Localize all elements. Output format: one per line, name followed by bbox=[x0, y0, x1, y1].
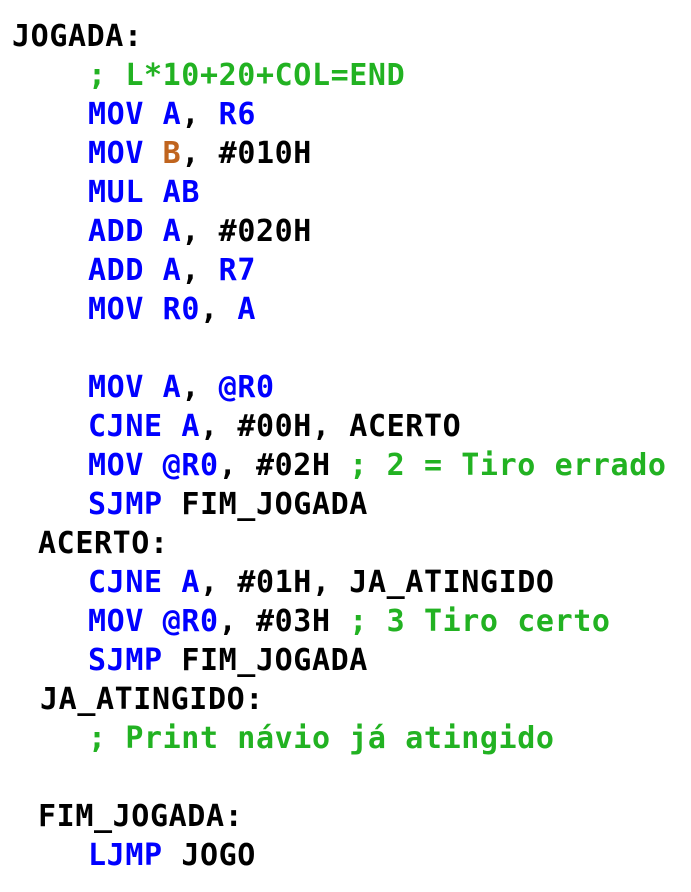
code-line[interactable]: MOV A, R6 bbox=[88, 95, 256, 134]
code-register: R0 bbox=[162, 292, 200, 327]
code-line[interactable]: JOGADA: bbox=[12, 17, 143, 56]
code-register: R6 bbox=[218, 97, 256, 132]
code-indirect-register: @R0 bbox=[162, 604, 219, 639]
code-immediate-value: #02H bbox=[255, 448, 350, 483]
code-operand-text: , ACERTO bbox=[311, 409, 462, 444]
code-instruction: MUL bbox=[88, 175, 163, 210]
code-instruction: MOV bbox=[88, 97, 163, 132]
code-instruction: SJMP bbox=[88, 643, 182, 678]
code-register: A bbox=[162, 370, 182, 405]
code-instruction: ADD bbox=[88, 214, 163, 249]
code-register: A bbox=[181, 409, 200, 444]
code-instruction: CJNE bbox=[88, 409, 182, 444]
code-operand-text: , bbox=[181, 370, 219, 405]
code-instruction: ADD bbox=[88, 253, 163, 288]
code-instruction: MOV bbox=[88, 448, 163, 483]
code-label: JOGADA: bbox=[12, 19, 143, 54]
code-sfr-register: B bbox=[162, 136, 182, 171]
code-operand-text: , bbox=[199, 565, 238, 600]
code-immediate-value: #020H bbox=[218, 214, 312, 249]
code-indirect-register: @R0 bbox=[162, 448, 219, 483]
code-instruction: CJNE bbox=[88, 565, 182, 600]
code-operand-text: , bbox=[199, 292, 238, 327]
code-immediate-value: #00H bbox=[237, 409, 312, 444]
code-line[interactable]: ADD A, #020H bbox=[88, 212, 312, 251]
code-instruction: MOV bbox=[88, 136, 163, 171]
code-immediate-value: #01H bbox=[237, 565, 312, 600]
code-register: A bbox=[162, 214, 182, 249]
code-comment: ; Print návio já atingido bbox=[88, 721, 555, 756]
code-line[interactable]: SJMP FIM_JOGADA bbox=[88, 641, 368, 680]
code-register: A bbox=[181, 565, 200, 600]
code-operand-text: , bbox=[199, 409, 238, 444]
code-operand-text: , bbox=[181, 214, 219, 249]
code-line[interactable]: ACERTO: bbox=[38, 524, 169, 563]
code-instruction: MOV bbox=[88, 370, 163, 405]
code-line[interactable]: SJMP FIM_JOGADA bbox=[88, 485, 368, 524]
code-immediate-value: #03H bbox=[255, 604, 350, 639]
code-operand-text: , bbox=[218, 448, 256, 483]
code-instruction: LJMP bbox=[88, 838, 182, 873]
code-operand-text: , JA_ATINGIDO bbox=[311, 565, 555, 600]
code-line[interactable]: MOV B, #010H bbox=[88, 134, 312, 173]
code-line[interactable]: MOV @R0, #03H ; 3 Tiro certo bbox=[88, 602, 611, 641]
code-line[interactable]: MOV A, @R0 bbox=[88, 368, 275, 407]
code-operand-text: , bbox=[218, 604, 256, 639]
code-label: ACERTO: bbox=[38, 526, 169, 561]
code-label: JA_ATINGIDO: bbox=[40, 682, 264, 717]
code-comment: ; 2 = Tiro errado bbox=[349, 448, 667, 483]
code-operand-text: FIM_JOGADA bbox=[181, 643, 368, 678]
code-comment: ; L*10+20+COL=END bbox=[88, 58, 406, 93]
code-indirect-register: @R0 bbox=[218, 370, 275, 405]
code-operand-text: FIM_JOGADA bbox=[181, 487, 368, 522]
code-line[interactable]: CJNE A, #00H, ACERTO bbox=[88, 407, 461, 446]
code-line[interactable]: CJNE A, #01H, JA_ATINGIDO bbox=[88, 563, 555, 602]
code-label: FIM_JOGADA: bbox=[38, 799, 244, 834]
code-line[interactable]: ; L*10+20+COL=END bbox=[88, 56, 405, 95]
code-line[interactable]: MUL AB bbox=[88, 173, 200, 212]
code-register: A bbox=[162, 97, 182, 132]
code-register: AB bbox=[162, 175, 200, 210]
code-line[interactable]: JA_ATINGIDO: bbox=[40, 680, 264, 719]
code-comment: ; 3 Tiro certo bbox=[349, 604, 611, 639]
code-line[interactable]: LJMP JOGO bbox=[88, 836, 256, 875]
code-line[interactable]: FIM_JOGADA: bbox=[38, 797, 243, 836]
code-line[interactable]: ; Print návio já atingido bbox=[88, 719, 555, 758]
code-immediate-value: #010H bbox=[218, 136, 312, 171]
code-operand-text: , bbox=[181, 253, 219, 288]
code-instruction: SJMP bbox=[88, 487, 182, 522]
code-instruction: MOV bbox=[88, 292, 163, 327]
code-register: R7 bbox=[218, 253, 256, 288]
code-register: A bbox=[162, 253, 182, 288]
code-line[interactable]: MOV @R0, #02H ; 2 = Tiro errado bbox=[88, 446, 667, 485]
code-operand-text: , bbox=[181, 136, 219, 171]
code-line[interactable]: MOV R0, A bbox=[88, 290, 256, 329]
code-operand-text: , bbox=[181, 97, 219, 132]
code-operand-text: JOGO bbox=[181, 838, 256, 873]
code-register: A bbox=[237, 292, 256, 327]
code-line[interactable]: ADD A, R7 bbox=[88, 251, 256, 290]
code-instruction: MOV bbox=[88, 604, 163, 639]
